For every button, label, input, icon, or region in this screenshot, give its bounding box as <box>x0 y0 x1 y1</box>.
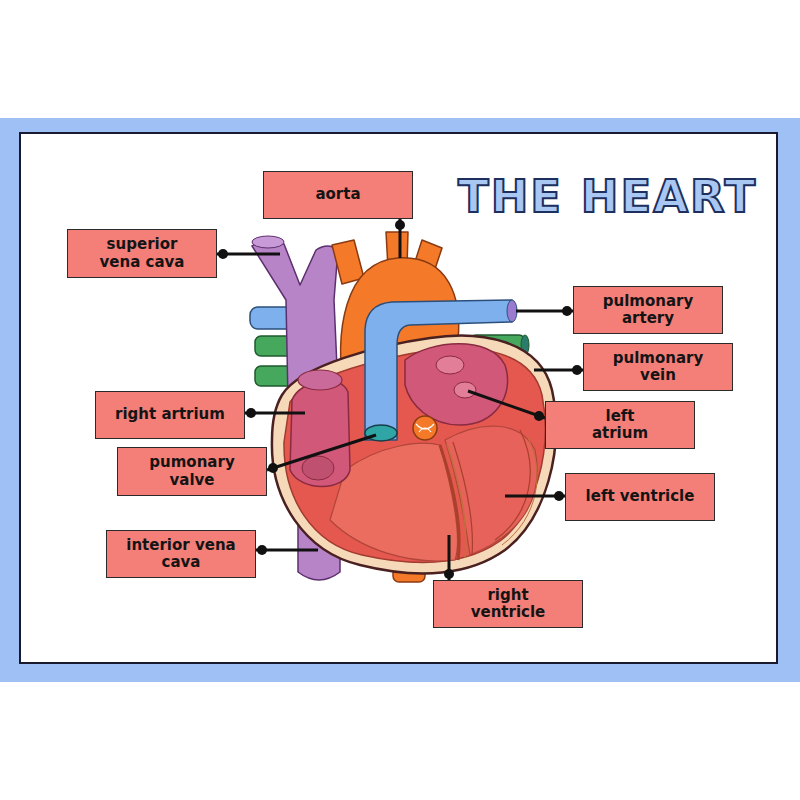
label-box: aorta <box>263 171 413 219</box>
label-box: right artrium <box>95 391 245 439</box>
label-box: superior vena cava <box>67 229 217 278</box>
label-box: pulmonary vein <box>583 343 733 391</box>
part-label: pumonary valve <box>137 454 247 489</box>
part-label: right ventricle <box>453 587 563 622</box>
title: THE HEART <box>458 172 757 222</box>
leader-lines <box>217 219 583 580</box>
label-box: interior vena cava <box>106 530 256 578</box>
part-label: left ventricle <box>586 488 695 505</box>
frame-panel <box>20 133 777 663</box>
label-box: right ventricle <box>433 580 583 628</box>
part-label: pulmonary vein <box>603 350 713 385</box>
part-label: right artrium <box>115 406 225 423</box>
part-label: interior vena cava <box>126 537 236 572</box>
label-box: left atrium <box>545 401 695 449</box>
frame-band <box>0 118 800 682</box>
label-box: pumonary valve <box>117 447 267 496</box>
part-label: aorta <box>315 186 360 203</box>
label-box: left ventricle <box>565 473 715 521</box>
label-box: pulmonary artery <box>573 286 723 334</box>
part-label: pulmonary artery <box>593 293 703 328</box>
part-label: left atrium <box>580 408 660 443</box>
part-label: superior vena cava <box>87 236 197 271</box>
heart-drawing <box>250 232 556 582</box>
